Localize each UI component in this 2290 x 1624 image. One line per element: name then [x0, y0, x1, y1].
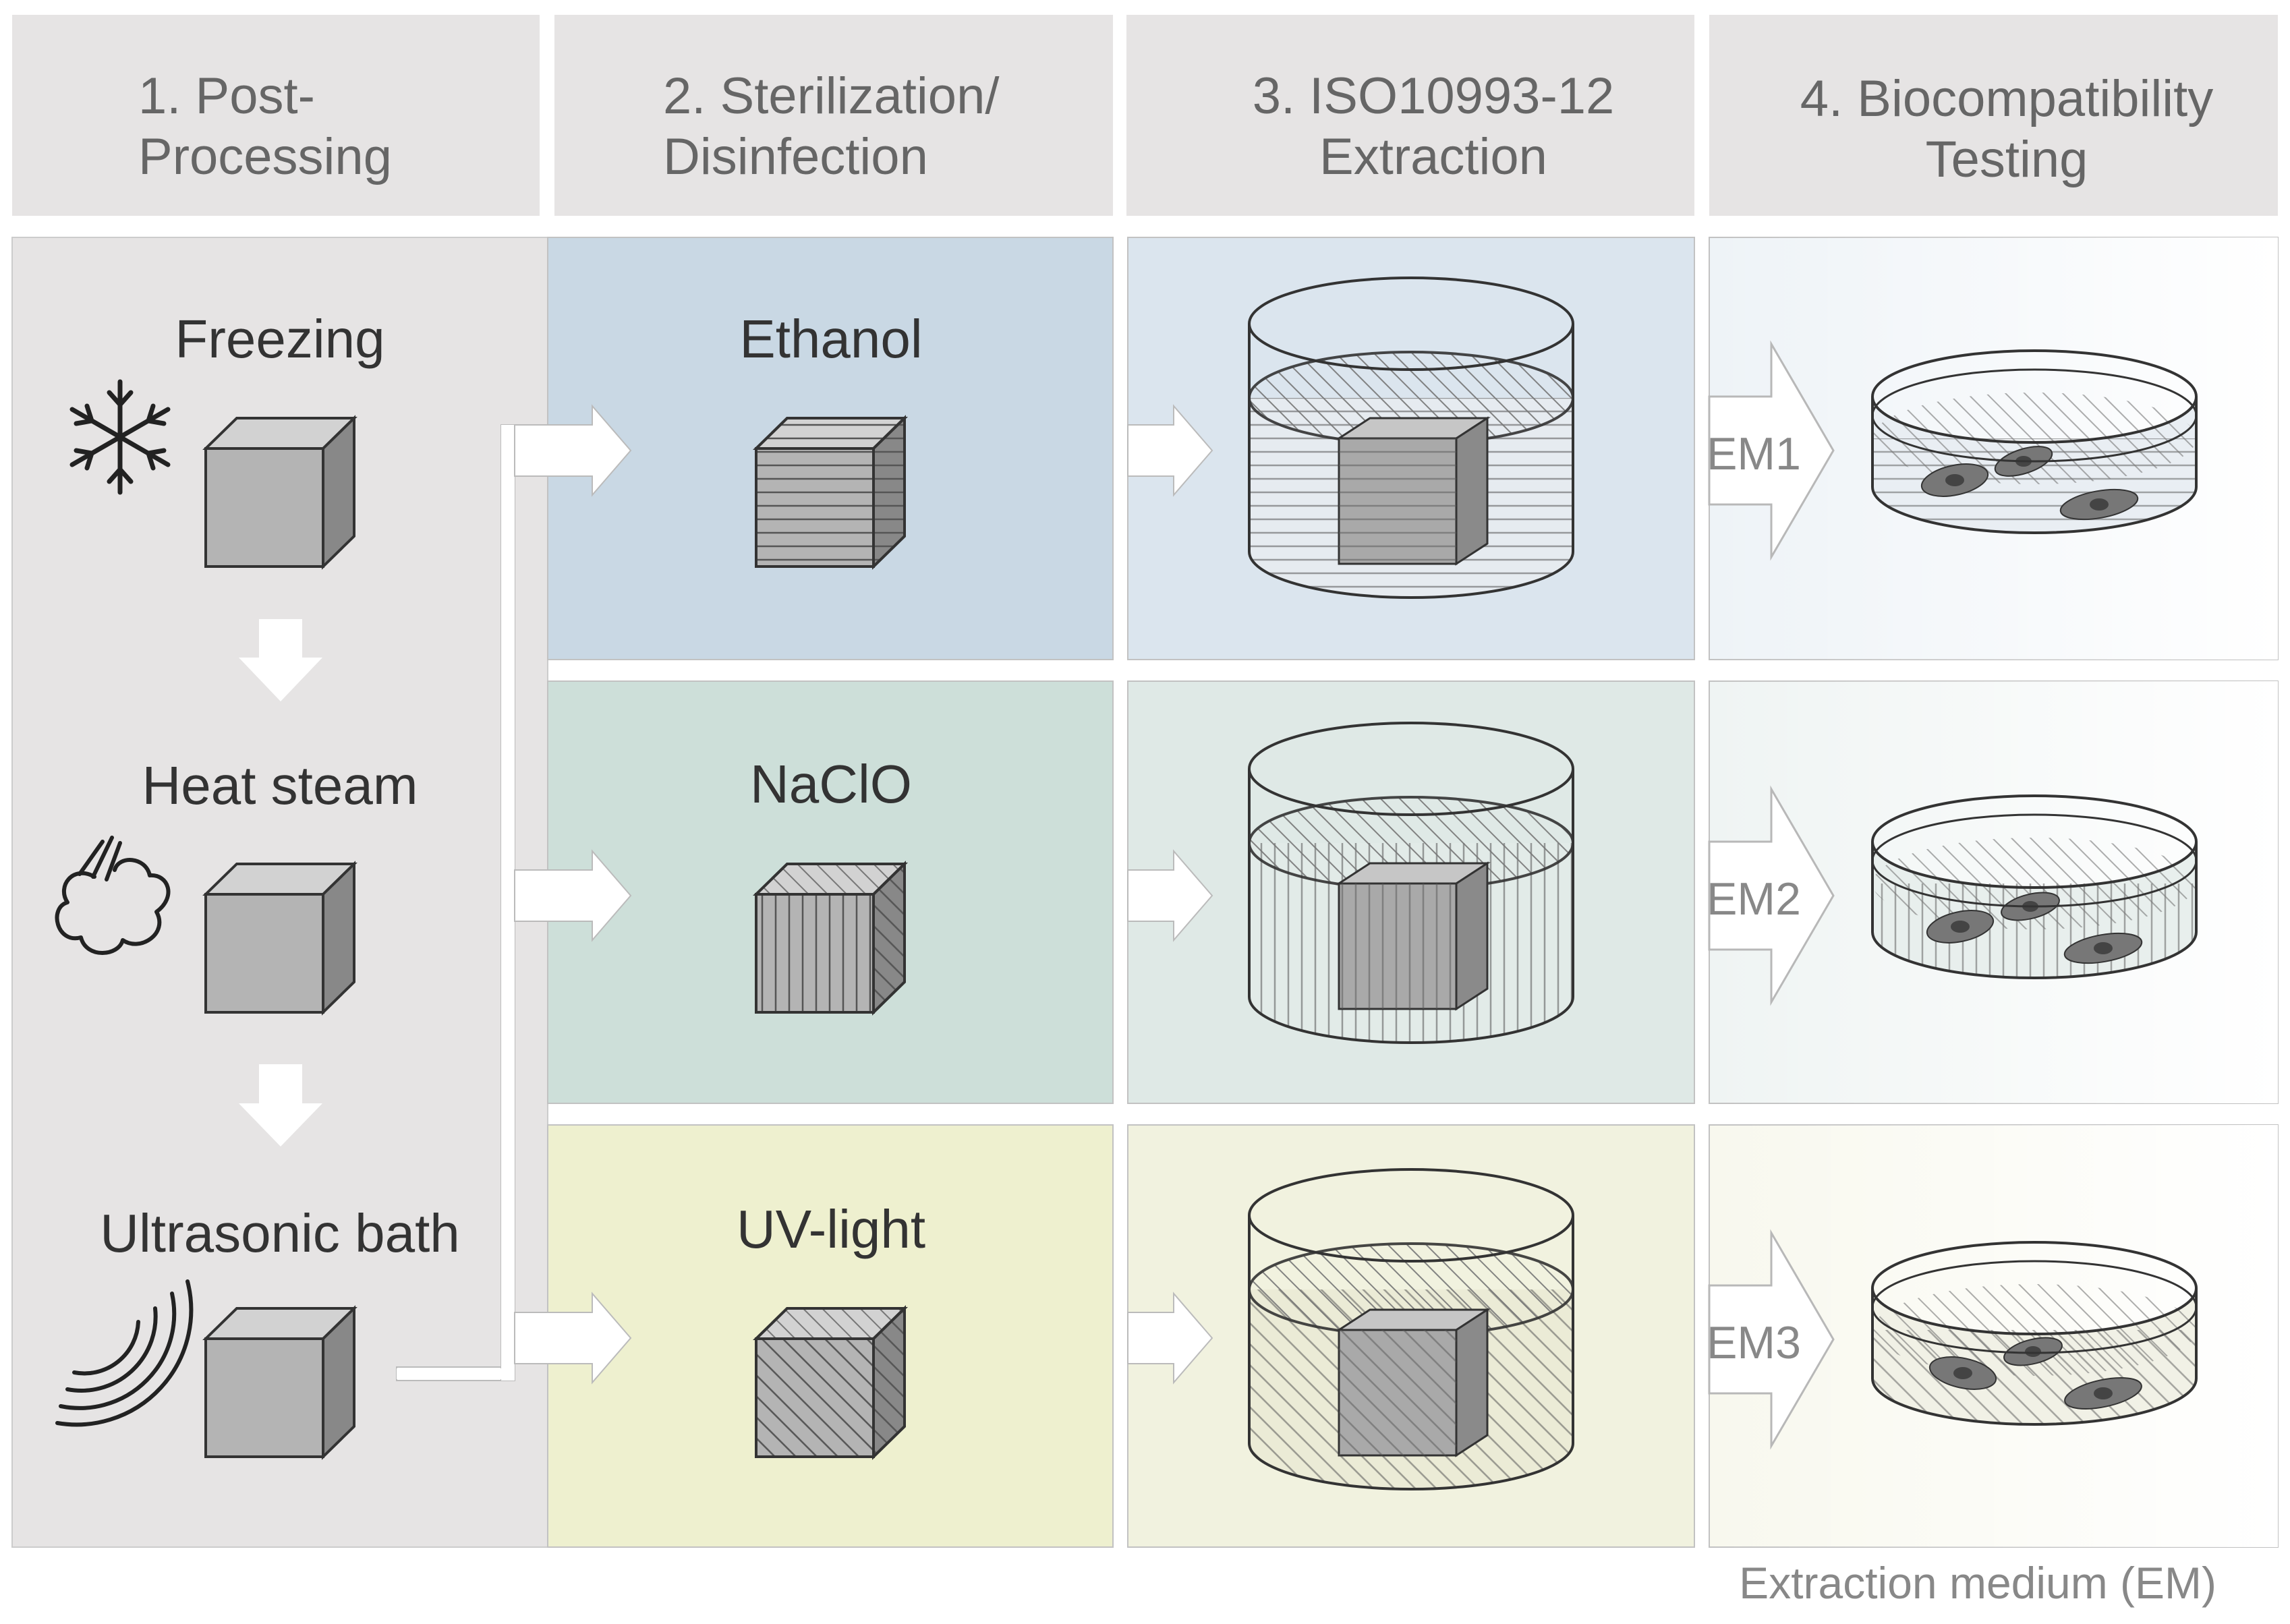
- arrow-row3-col3: [1127, 1292, 1213, 1385]
- em-arrow-3: [1708, 1229, 1835, 1450]
- header-row: 1. Post- Processing 2. Sterilization/ Di…: [12, 15, 2278, 216]
- header-3-line2: Extraction: [1319, 128, 1547, 185]
- snowflake-icon: [69, 379, 171, 495]
- header-4-line1: 4. Biocompatibility: [1800, 70, 2214, 127]
- cube-ethanol: [753, 415, 908, 570]
- em-arrow-2: [1708, 785, 1835, 1006]
- header-cell-1: [12, 15, 540, 216]
- sound-waves-icon: [55, 1279, 194, 1427]
- header-4-line2: Testing: [1926, 131, 2088, 188]
- header-cell-4: [1709, 15, 2278, 216]
- arrow-to-uv-light: [514, 1292, 632, 1385]
- beaker-uv-light: [1248, 1168, 1574, 1490]
- post-processing-panel: Freezing Heat steam: [11, 237, 548, 1548]
- em-label-1: EM1: [1707, 428, 1801, 480]
- header-1-line2: Processing: [138, 128, 392, 185]
- em-arrow-1: [1708, 340, 1835, 561]
- method-label-uv-light: UV-light: [737, 1199, 925, 1259]
- cube-freezing: [202, 415, 357, 570]
- extraction-column: [1127, 277, 1574, 1490]
- cube-heat-steam: [202, 861, 357, 1016]
- petri-dish-uv-light: [1871, 1241, 2198, 1426]
- down-arrow-1: [239, 619, 322, 701]
- header-1-line1: 1. Post-: [138, 67, 315, 125]
- header-2-line1: 2. Sterilization/: [663, 67, 1000, 125]
- arrow-row2-col3: [1127, 849, 1213, 942]
- down-arrow-2: [239, 1064, 322, 1147]
- step-label-freezing: Freezing: [175, 309, 384, 369]
- arrow-to-ethanol: [514, 404, 632, 497]
- beaker-naclo: [1248, 722, 1574, 1044]
- method-label-ethanol: Ethanol: [739, 309, 922, 369]
- header-2-line2: Disinfection: [663, 128, 928, 185]
- method-label-naclo: NaClO: [750, 754, 912, 814]
- arrow-to-naclo: [514, 849, 632, 942]
- beaker-ethanol: [1248, 277, 1574, 599]
- em-label-2: EM2: [1707, 873, 1801, 925]
- step-label-ultrasonic-bath: Ultrasonic bath: [100, 1203, 460, 1263]
- header-cell-2: [554, 15, 1113, 216]
- cube-uv-light: [753, 1305, 908, 1460]
- biocompatibility-column: EM1 EM2 EM3: [1707, 340, 2198, 1450]
- petri-dish-naclo: [1871, 794, 2198, 979]
- petri-dish-ethanol: [1871, 349, 2198, 534]
- distribution-connector: [396, 404, 632, 1385]
- em-legend: Extraction medium (EM): [1739, 1558, 2216, 1608]
- steam-cloud-icon: [55, 836, 171, 955]
- header-3-line1: 3. ISO10993-12: [1253, 67, 1615, 125]
- em-label-3: EM3: [1707, 1317, 1801, 1368]
- cube-ultrasonic-bath: [202, 1305, 357, 1460]
- sterilization-column: Ethanol NaClO UV-light: [737, 309, 925, 1460]
- header-cell-3: [1126, 15, 1694, 216]
- step-label-heat-steam: Heat steam: [142, 755, 418, 815]
- arrow-row1-col3: [1127, 404, 1213, 497]
- cube-naclo: [753, 861, 908, 1016]
- row-backgrounds: [547, 237, 2279, 1548]
